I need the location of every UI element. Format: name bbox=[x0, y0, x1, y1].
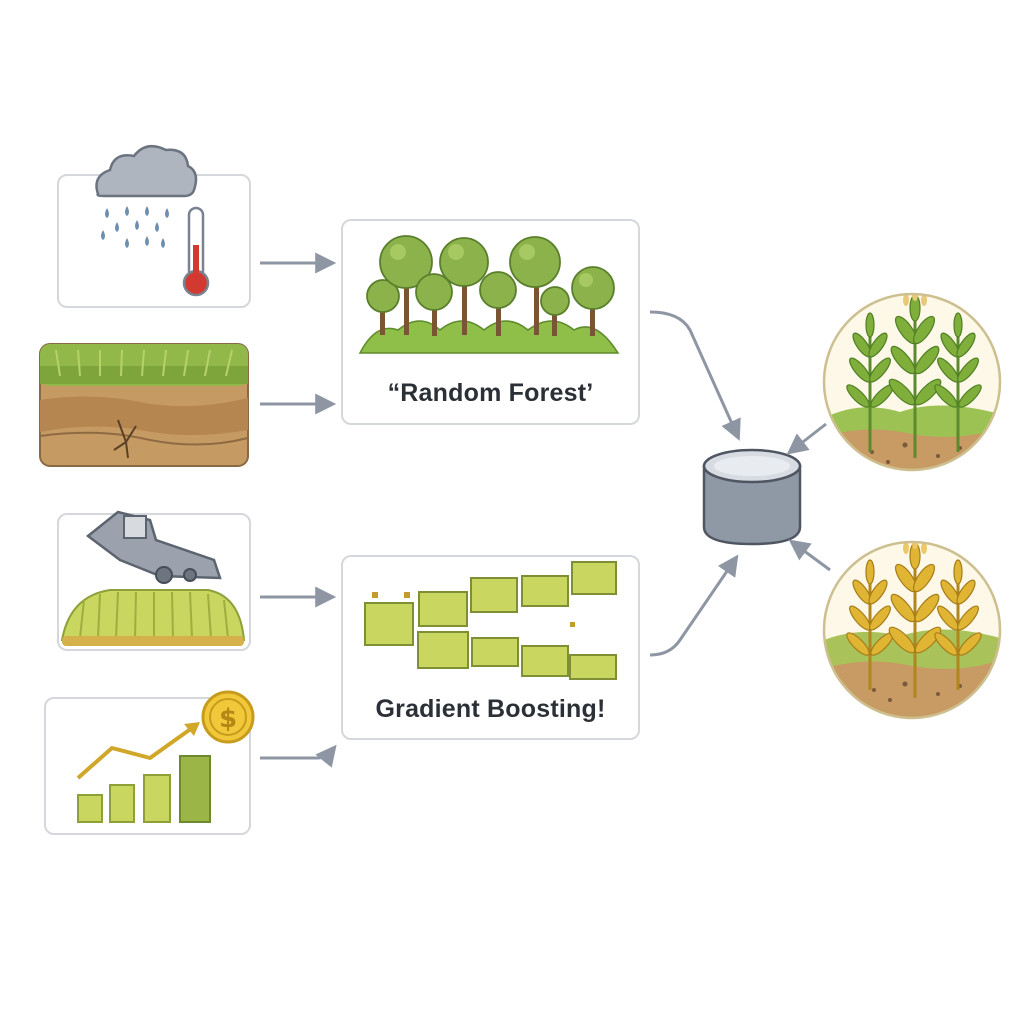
database-icon bbox=[702, 448, 802, 546]
arrow-forest-to-database bbox=[649, 310, 741, 441]
svg-text:$: $ bbox=[219, 704, 237, 734]
boosting-blocks-icon bbox=[364, 561, 617, 680]
gradient-boosting-label: Gradient Boosting! bbox=[375, 695, 606, 723]
arrow-market-to-boosting bbox=[260, 744, 337, 768]
arrow-healthy-crop-to-database bbox=[786, 422, 827, 455]
model-arrows bbox=[649, 310, 741, 657]
forest-icon bbox=[358, 235, 620, 354]
healthy-crop-icon bbox=[822, 292, 1002, 472]
input-arrows bbox=[260, 252, 337, 768]
arrow-mature-crop-to-database bbox=[788, 539, 831, 572]
crop-arrows bbox=[786, 422, 831, 572]
harvester-icon bbox=[60, 510, 246, 646]
weather-icon bbox=[95, 144, 210, 297]
soil-icon bbox=[39, 343, 249, 467]
arrow-boosting-to-database bbox=[649, 554, 739, 657]
market-price-icon: $ bbox=[76, 690, 255, 823]
random-forest-label: “Random Forest’ bbox=[387, 379, 594, 407]
mature-crop-icon bbox=[822, 540, 1002, 720]
